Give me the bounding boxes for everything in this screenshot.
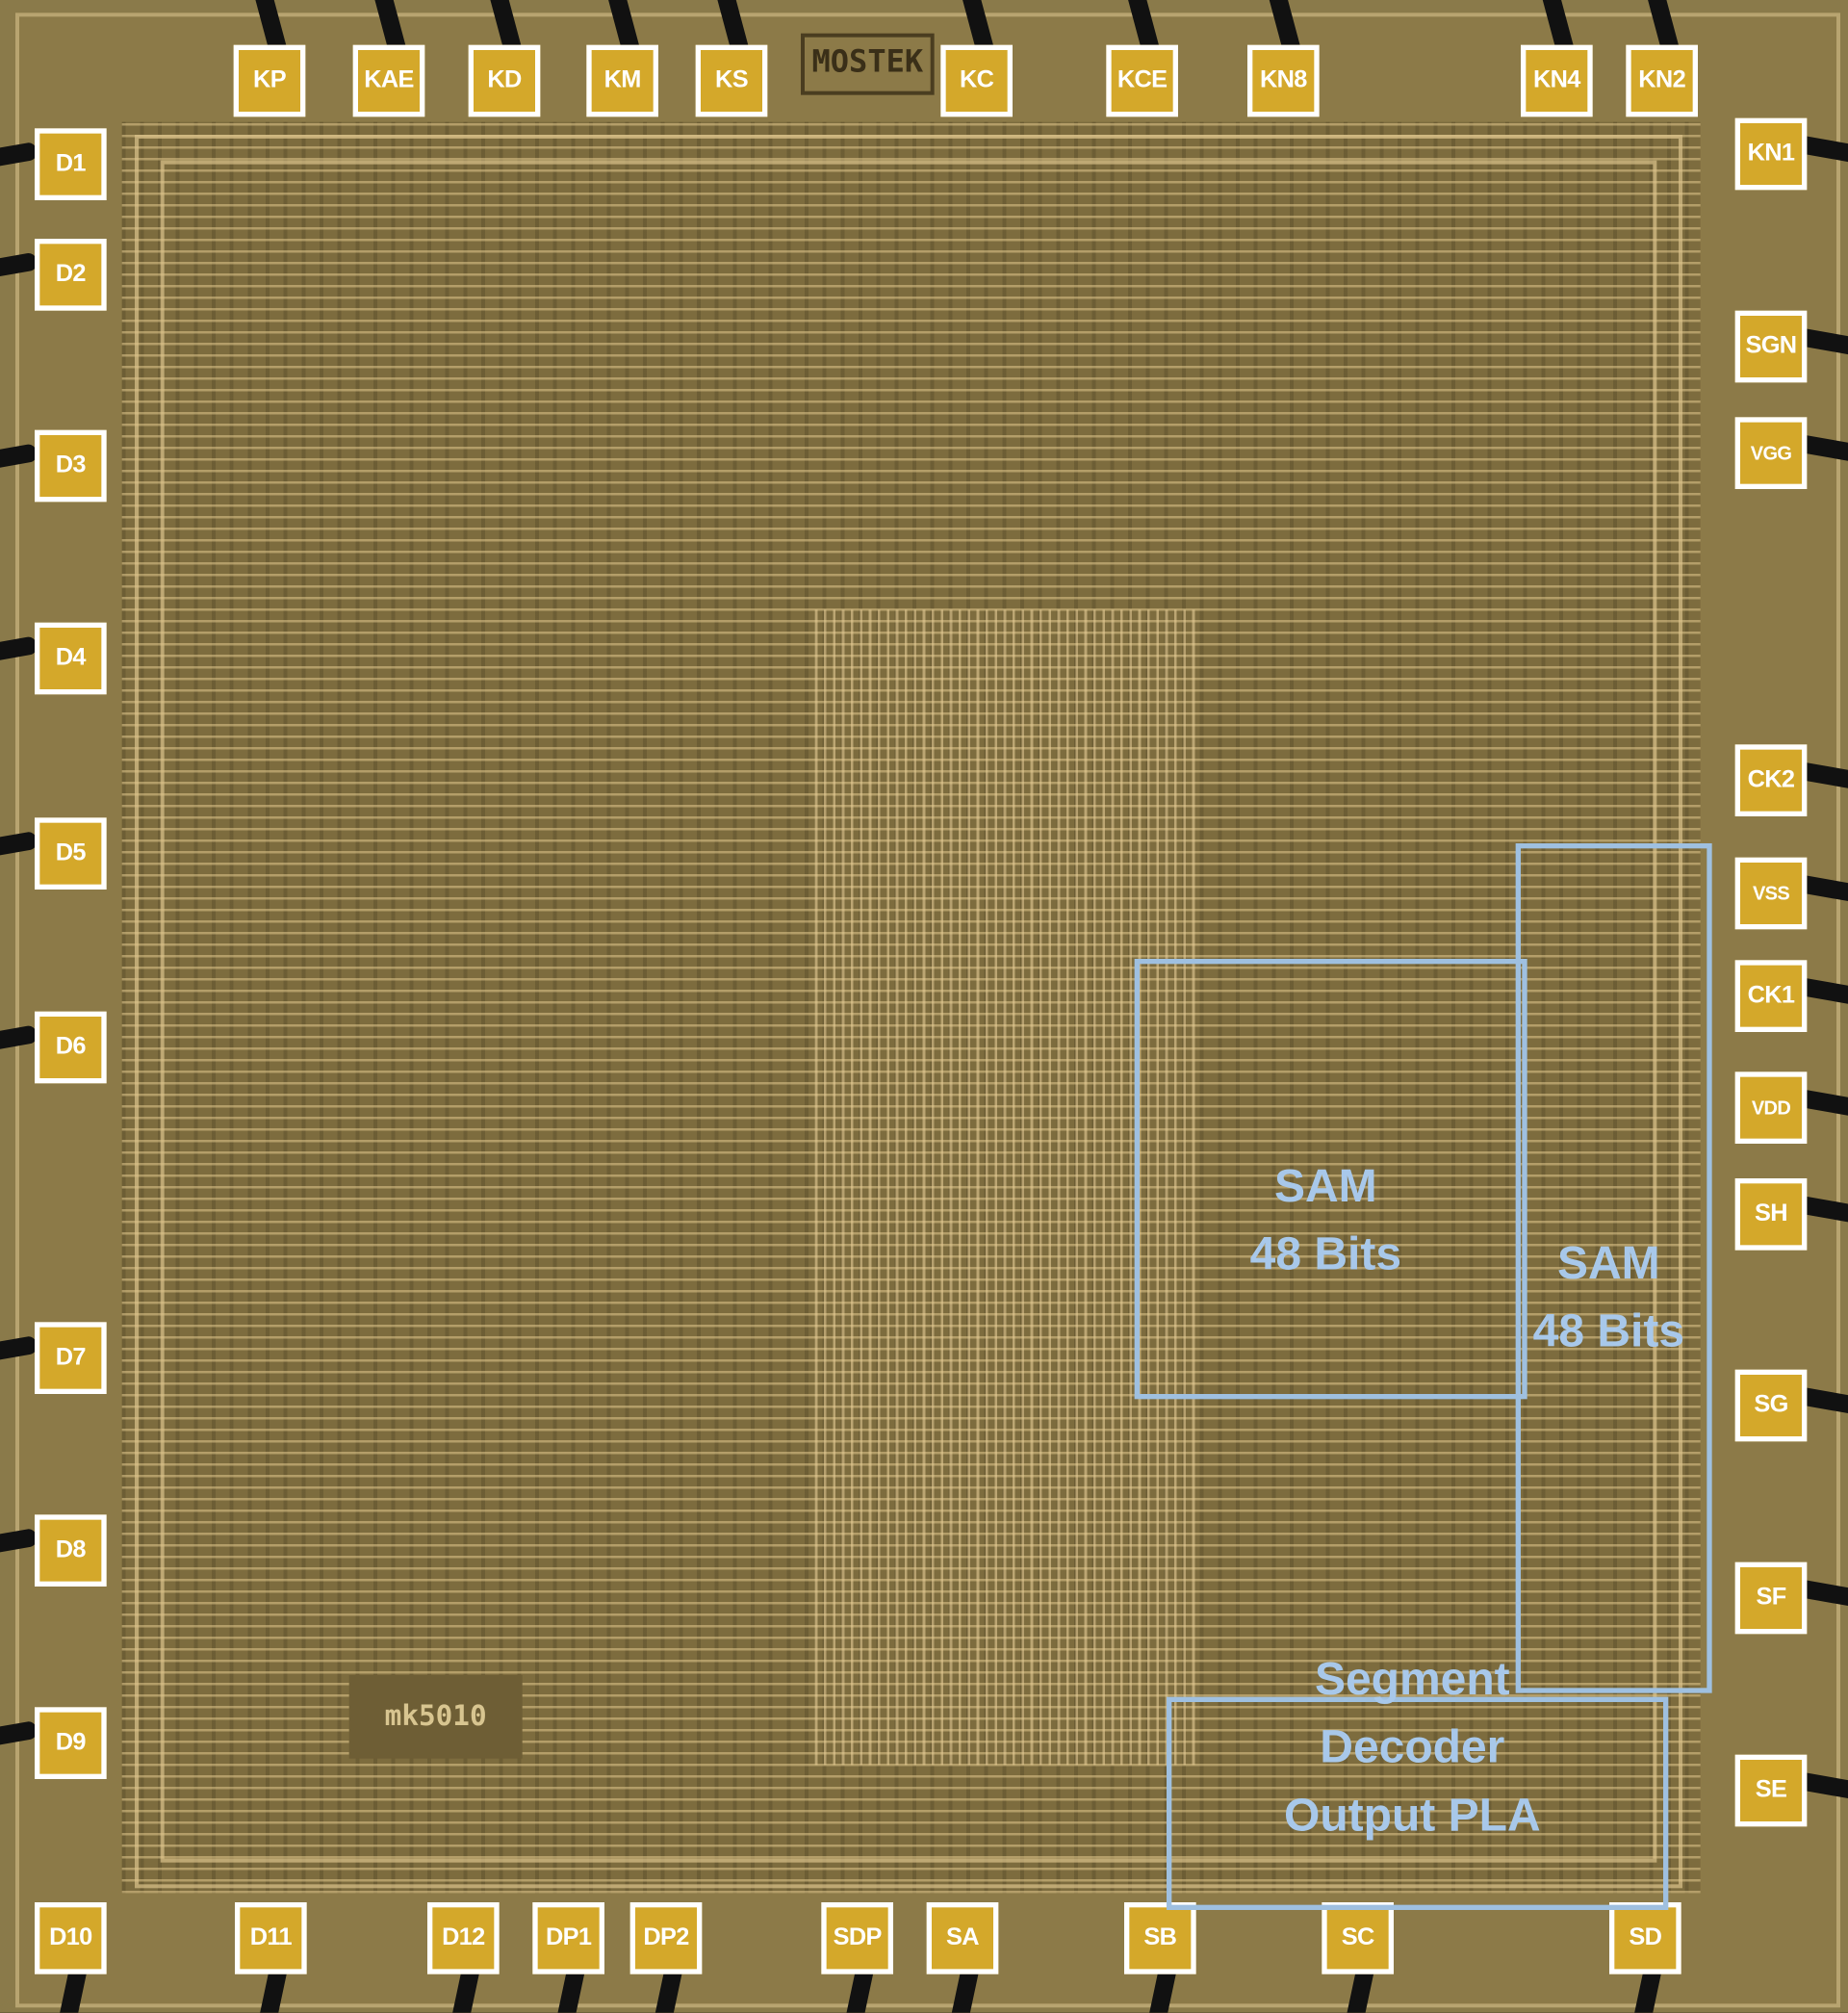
pad-label: SG xyxy=(1754,1391,1788,1419)
pad-sh: SH xyxy=(1734,1177,1808,1251)
pad-ks: KS xyxy=(695,44,768,117)
pad-d6: D6 xyxy=(34,1011,107,1084)
pad-label: CK1 xyxy=(1747,981,1795,1009)
pad-label: CK2 xyxy=(1747,765,1795,793)
pad-label: SF xyxy=(1756,1584,1786,1612)
pad-vss: VSS xyxy=(1734,857,1808,930)
pad-kn2: KN2 xyxy=(1626,44,1698,117)
block-label-line: 48 Bits xyxy=(1249,1226,1402,1280)
pad-label: KN4 xyxy=(1532,66,1580,94)
block-label-line: SAM xyxy=(1556,1235,1660,1289)
pad-label: SC xyxy=(1341,1923,1375,1951)
pad-label: SE xyxy=(1755,1776,1787,1804)
pad-d5: D5 xyxy=(34,817,107,890)
pad-label: D4 xyxy=(55,644,87,672)
pad-label: D1 xyxy=(55,149,87,177)
pad-ck2: CK2 xyxy=(1734,744,1808,816)
pad-label: SDP xyxy=(833,1923,883,1951)
bus-ring xyxy=(160,160,1657,1863)
pad-km: KM xyxy=(586,44,658,117)
pad-sd: SD xyxy=(1608,1901,1681,1974)
pad-sb: SB xyxy=(1123,1901,1196,1974)
pad-sg: SG xyxy=(1734,1369,1808,1442)
pad-dp1: DP1 xyxy=(532,1901,604,1974)
pad-label: KC xyxy=(960,66,994,94)
block-outline xyxy=(1166,1696,1669,1910)
pad-label: VDD xyxy=(1751,1097,1791,1119)
pad-label: KN8 xyxy=(1259,66,1307,94)
pad-d12: D12 xyxy=(426,1901,500,1974)
pad-d3: D3 xyxy=(34,429,107,503)
manufacturer-logo: MOSTEK xyxy=(800,33,935,95)
pad-label: D5 xyxy=(55,839,87,866)
pad-label: VSS xyxy=(1752,882,1790,905)
pad-label: VGG xyxy=(1750,442,1792,464)
pad-label: SB xyxy=(1143,1923,1177,1951)
pad-vgg: VGG xyxy=(1734,417,1808,489)
block-label-line: Segment xyxy=(1314,1651,1510,1704)
pad-kd: KD xyxy=(468,44,541,117)
pad-label: KM xyxy=(603,66,642,94)
pad-label: KP xyxy=(253,66,287,94)
pad-label: D7 xyxy=(55,1343,87,1371)
pad-label: D12 xyxy=(442,1923,485,1951)
pad-label: SGN xyxy=(1745,332,1798,360)
pad-ck1: CK1 xyxy=(1734,960,1808,1032)
pad-label: KN1 xyxy=(1747,140,1795,168)
pad-label: D8 xyxy=(55,1536,87,1563)
pad-kn1: KN1 xyxy=(1734,117,1808,191)
pad-dp2: DP2 xyxy=(629,1901,703,1974)
pad-d10: D10 xyxy=(34,1901,107,1974)
pad-label: DP1 xyxy=(546,1923,592,1951)
circuit-core xyxy=(121,121,1701,1894)
pad-kn4: KN4 xyxy=(1520,44,1593,117)
pad-label: KCE xyxy=(1116,66,1168,94)
pad-label: D10 xyxy=(49,1923,92,1951)
pad-label: KAE xyxy=(364,66,414,94)
pad-label: D11 xyxy=(249,1923,293,1951)
block-label: SAM 48 Bits xyxy=(1516,1228,1702,1364)
pad-d1: D1 xyxy=(34,128,107,200)
pad-label: DP2 xyxy=(643,1923,689,1951)
block-label-line: SAM xyxy=(1273,1158,1377,1212)
pad-label: SH xyxy=(1755,1200,1788,1227)
pad-label: KD xyxy=(487,66,522,94)
bus-ring xyxy=(134,134,1682,1889)
pad-kp: KP xyxy=(233,44,306,117)
pad-vdd: VDD xyxy=(1734,1071,1808,1144)
pad-sa: SA xyxy=(926,1901,999,1974)
block-label-line: Decoder xyxy=(1320,1718,1505,1772)
block-label-line: 48 Bits xyxy=(1532,1303,1685,1357)
block-label-line: Output PLA xyxy=(1284,1787,1541,1841)
pad-label: SD xyxy=(1629,1923,1662,1951)
pad-kc: KC xyxy=(940,44,1013,117)
pad-label: KS xyxy=(715,66,749,94)
pad-kn8: KN8 xyxy=(1246,44,1320,117)
pad-label: KN2 xyxy=(1638,66,1685,94)
pad-d11: D11 xyxy=(234,1901,307,1974)
block-label: SAM 48 Bits xyxy=(1135,1151,1517,1287)
pad-d4: D4 xyxy=(34,622,107,695)
pad-sdp: SDP xyxy=(821,1901,893,1974)
pad-label: D9 xyxy=(55,1728,87,1756)
pad-sgn: SGN xyxy=(1734,310,1808,383)
pad-d7: D7 xyxy=(34,1322,107,1394)
pad-sc: SC xyxy=(1322,1901,1394,1974)
pad-d9: D9 xyxy=(34,1707,107,1779)
pad-label: SA xyxy=(946,1923,980,1951)
pad-kae: KAE xyxy=(352,44,425,117)
part-number-marking: mk5010 xyxy=(348,1674,523,1759)
pad-label: D2 xyxy=(55,260,87,288)
pad-d2: D2 xyxy=(34,238,107,311)
pad-d8: D8 xyxy=(34,1514,107,1587)
pad-se: SE xyxy=(1734,1754,1808,1827)
pad-label: D6 xyxy=(55,1033,87,1061)
pad-kce: KCE xyxy=(1106,44,1178,117)
block-outline xyxy=(1134,958,1527,1400)
pad-sf: SF xyxy=(1734,1561,1808,1635)
block-outline xyxy=(1515,842,1712,1693)
pad-label: D3 xyxy=(55,452,87,479)
